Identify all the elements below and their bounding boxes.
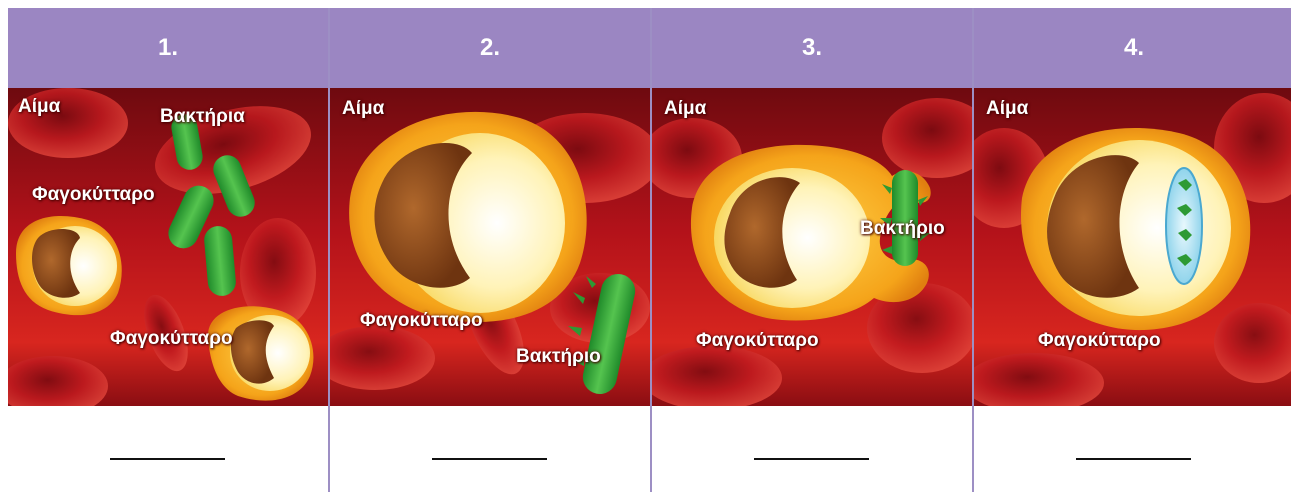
panel-number: 4. [974, 8, 1291, 88]
label-blood: Αίμα [18, 96, 60, 118]
label-bacterium: Βακτήριο [516, 346, 601, 368]
phagocytosis-illustration: Αίμα Βακτήριο Φαγοκύτταρο [652, 88, 972, 406]
label-blood: Αίμα [664, 98, 706, 120]
panel-4: 4. Αίμα [974, 8, 1291, 492]
answer-area [652, 406, 972, 492]
panel-number: 3. [652, 8, 972, 88]
label-phagocyte: Φαγοκύτταρο [32, 184, 155, 206]
label-bacterium: Βακτήριο [860, 218, 945, 240]
panel-number: 2. [330, 8, 650, 88]
label-bacteria: Βακτήρια [160, 106, 245, 128]
answer-blank-line[interactable] [110, 458, 225, 460]
answer-area [330, 406, 650, 492]
answer-blank-line[interactable] [432, 458, 547, 460]
vacuole [1166, 168, 1202, 284]
phagocytosis-illustration: Αίμα Φαγοκύτταρο [974, 88, 1291, 406]
label-blood: Αίμα [986, 98, 1028, 120]
phagocytosis-illustration: Αίμα Βακτήρια Φαγοκύτταρο Φαγοκύτταρο [8, 88, 328, 406]
label-blood: Αίμα [342, 98, 384, 120]
answer-area [8, 406, 328, 492]
panel-3: 3. Αίμα [652, 8, 972, 492]
label-phagocyte: Φαγοκύτταρο [110, 328, 233, 350]
label-phagocyte: Φαγοκύτταρο [696, 330, 819, 352]
phagocytosis-illustration: Αίμα Φαγοκύτταρο Βακτήριο [330, 88, 650, 406]
phagocyte [349, 112, 587, 322]
panel-number: 1. [8, 8, 328, 88]
answer-area [974, 406, 1291, 492]
label-phagocyte: Φαγοκύτταρο [360, 310, 483, 332]
answer-blank-line[interactable] [754, 458, 869, 460]
answer-blank-line[interactable] [1076, 458, 1191, 460]
label-phagocyte: Φαγοκύτταρο [1038, 330, 1161, 352]
panel-2: 2. Αίμα [330, 8, 650, 492]
panel-1: 1. [8, 8, 328, 492]
